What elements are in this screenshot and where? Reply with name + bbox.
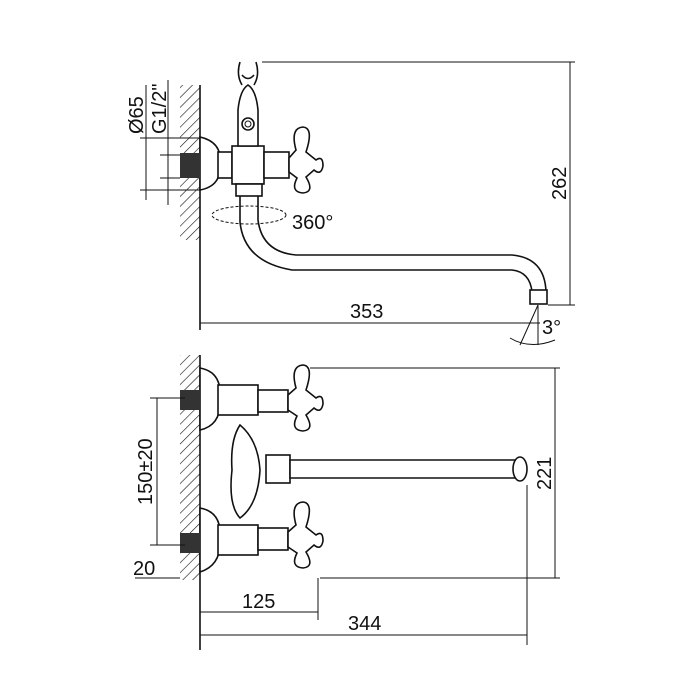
vertical-body bbox=[230, 423, 261, 520]
diameter-label: Ø65 bbox=[126, 96, 148, 134]
spout bbox=[239, 196, 533, 293]
rotation-label: 360° bbox=[292, 212, 333, 234]
height-top-label: 262 bbox=[549, 167, 571, 200]
length-top-label: 353 bbox=[350, 301, 383, 323]
wall-flange bbox=[199, 135, 221, 191]
valve-body bbox=[231, 145, 265, 185]
shower-holder bbox=[237, 84, 259, 147]
bottom-view: 221 150±20 20 125 344 bbox=[133, 355, 560, 650]
top-view: 360° Ø65 G1/2" 262 353 3° bbox=[126, 61, 575, 346]
handle-reach-label: 125 bbox=[242, 591, 275, 613]
height-bottom-label: 221 bbox=[534, 457, 556, 490]
length-bottom-label: 344 bbox=[348, 613, 381, 635]
spout-bottom bbox=[289, 459, 524, 479]
wall-hatch-bottom bbox=[180, 355, 200, 580]
wall-offset-label: 20 bbox=[133, 558, 155, 580]
rotation-ellipse bbox=[211, 205, 287, 225]
cross-handle bbox=[288, 126, 324, 194]
thread-label: G1/2" bbox=[149, 84, 171, 134]
center-distance-label: 150±20 bbox=[135, 438, 157, 505]
angle-label: 3° bbox=[542, 317, 561, 339]
